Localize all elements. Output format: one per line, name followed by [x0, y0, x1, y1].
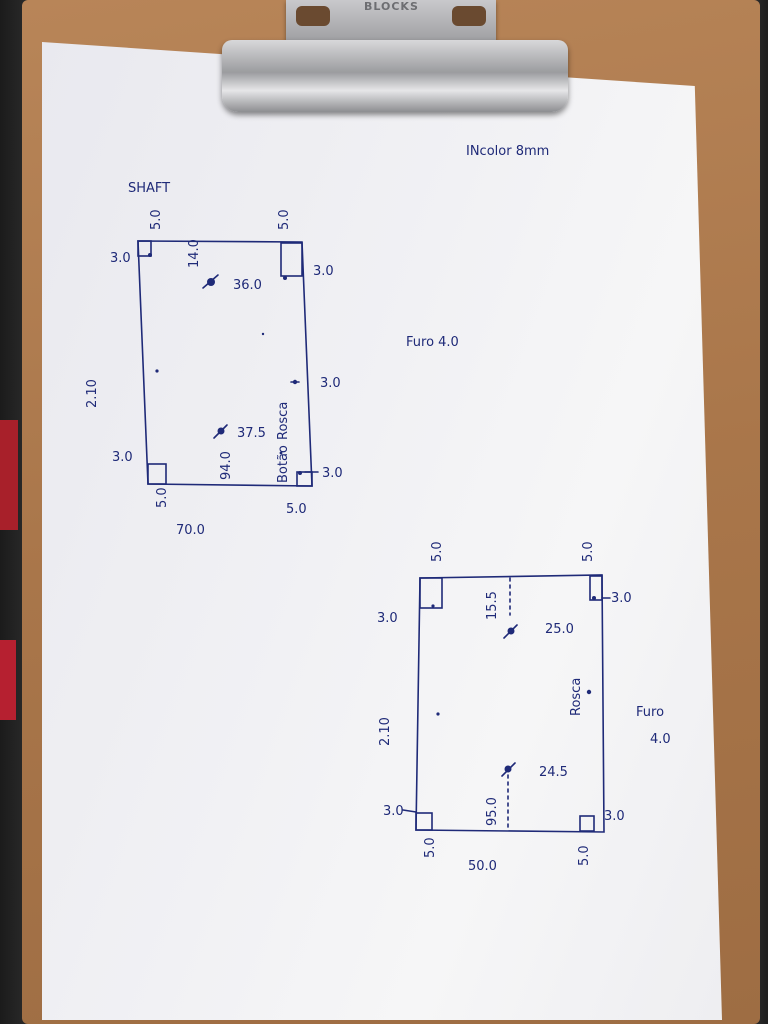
- shaft-upper-hole-vertical: 14.0: [187, 239, 202, 268]
- shaft-right-bottom: 3.0: [322, 466, 343, 481]
- second-height-label: 2.10: [378, 717, 393, 746]
- shaft-left-top: 3.0: [110, 251, 131, 266]
- second-left-top: 3.0: [377, 611, 398, 626]
- shaft-title: SHAFT: [128, 181, 170, 196]
- header-note: INcolor 8mm: [466, 144, 549, 159]
- shaft-lower-hole-horizontal: 37.5: [237, 426, 266, 441]
- shaft-corner-tl: [137, 240, 152, 257]
- second-width-label: 50.0: [468, 859, 497, 874]
- second-side-note: Rosca: [569, 678, 584, 716]
- shaft-hole-note: Furo 4.0: [406, 335, 459, 350]
- shaft-right-top: 3.0: [313, 264, 334, 279]
- second-panel-outline: [415, 574, 605, 833]
- second-bottom-left-offset: 5.0: [423, 837, 438, 858]
- second-upper-hole-horizontal: 25.0: [545, 622, 574, 637]
- clipboard-clip-base: [222, 40, 568, 112]
- second-lower-hole-horizontal: 24.5: [539, 765, 568, 780]
- shaft-height-label: 2.10: [85, 379, 100, 408]
- shaft-lower-hole-vertical: 94.0: [219, 451, 234, 480]
- second-hole-upper: [507, 627, 515, 635]
- paper-sheet: [42, 42, 722, 1020]
- second-top-left-offset: 5.0: [430, 541, 445, 562]
- second-hole-note-2: 4.0: [650, 732, 671, 747]
- second-upper-hole-vertical: 15.5: [485, 591, 500, 620]
- shaft-hole-lower: [217, 427, 225, 435]
- shaft-right-middle: 3.0: [320, 376, 341, 391]
- shaft-bottom-right-offset: 5.0: [286, 502, 307, 517]
- second-top-right-offset: 5.0: [581, 541, 596, 562]
- shaft-left-bottom: 3.0: [112, 450, 133, 465]
- shaft-width-label: 70.0: [176, 523, 205, 538]
- shaft-hole-upper: [207, 278, 215, 286]
- second-corner-bl: [415, 812, 433, 831]
- shaft-lower-note-2: Botão: [276, 445, 291, 483]
- second-lower-hole-vertical: 95.0: [485, 797, 500, 826]
- clip-brand-text: BLOCKS: [364, 0, 419, 13]
- shaft-corner-bl: [147, 463, 167, 485]
- second-corner-br: [579, 815, 595, 832]
- shaft-lower-note-1: Rosca: [276, 402, 291, 440]
- second-right-top: 3.0: [611, 591, 632, 606]
- second-hole-lower: [504, 765, 512, 773]
- second-left-bottom: 3.0: [383, 804, 404, 819]
- second-bottom-right-offset: 5.0: [577, 845, 592, 866]
- shaft-upper-hole-horizontal: 36.0: [233, 278, 262, 293]
- shaft-corner-tr: [280, 242, 303, 277]
- second-hole-note-1: Furo: [636, 705, 664, 720]
- shaft-top-right-offset: 5.0: [277, 209, 292, 230]
- second-right-bottom: 3.0: [604, 809, 625, 824]
- shaft-bottom-left-offset: 5.0: [155, 487, 170, 508]
- second-corner-tr: [589, 575, 603, 601]
- shaft-top-left-offset: 5.0: [149, 209, 164, 230]
- second-corner-tl: [419, 577, 443, 609]
